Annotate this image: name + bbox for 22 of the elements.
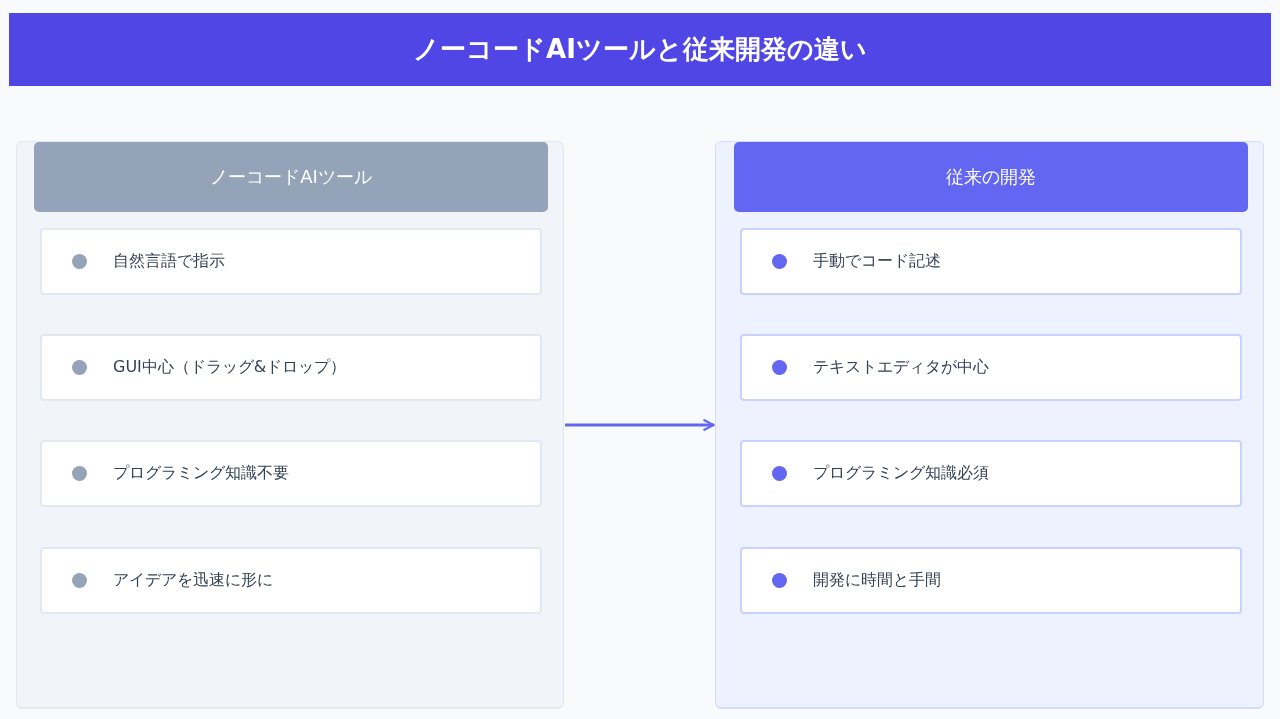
item-card	[740, 547, 1242, 614]
item-text: テキストエディタが中心	[813, 356, 989, 378]
item-text: 開発に時間と手間	[813, 569, 941, 591]
panel-header: 従来の開発	[734, 142, 1248, 212]
panel-header: ノーコードAIツール	[34, 142, 548, 212]
item-text: アイデアを迅速に形に	[113, 569, 273, 591]
item-card	[740, 334, 1242, 401]
item-card	[740, 440, 1242, 507]
item-card	[40, 547, 542, 614]
item-text: 手動でコード記述	[813, 250, 941, 272]
comparison-panel	[715, 141, 1264, 709]
item-card	[40, 334, 542, 401]
arrow	[565, 418, 715, 432]
item-card	[40, 440, 542, 507]
item-card	[740, 228, 1242, 295]
item-text: 自然言語で指示	[113, 250, 225, 272]
comparison-panel	[16, 141, 564, 709]
item-text: プログラミング知識不要	[113, 462, 289, 484]
item-text: プログラミング知識必須	[813, 462, 989, 484]
item-card	[40, 228, 542, 295]
title-banner: ノーコードAIツールと従来開発の違い	[9, 13, 1271, 86]
item-text: GUI中心（ドラッグ&ドロップ）	[113, 356, 347, 378]
